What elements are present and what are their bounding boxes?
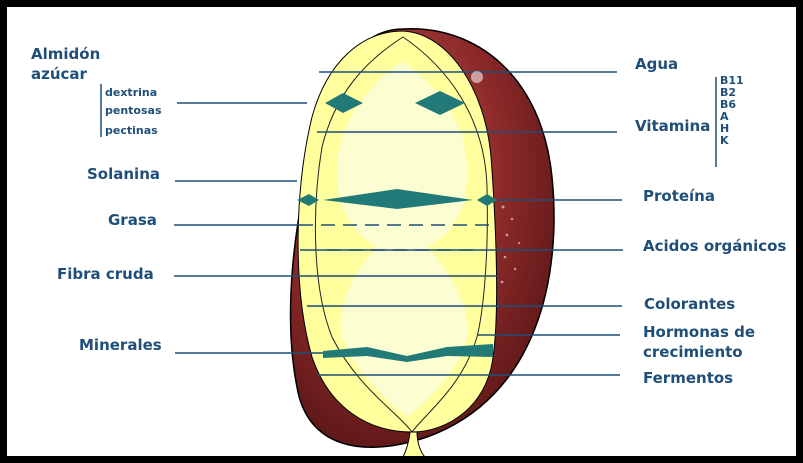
label-hormonas-1: Hormonas de [643,325,755,340]
label-solanina: Solanina [87,167,160,182]
label-proteina: Proteína [643,189,715,204]
label-azucar: azúcar [31,67,87,82]
label-grasa: Grasa [108,213,157,228]
potato-illustration [7,7,803,463]
vitamin-k: K [720,135,744,147]
label-pectinas: pectinas [105,125,158,136]
label-colorantes: Colorantes [644,297,735,312]
label-hormonas-2: crecimiento [643,345,743,360]
label-agua: Agua [635,57,678,72]
label-acidos-organicos: Acidos orgánicos [643,239,786,254]
label-almidon: Almidón [31,47,100,62]
vitamin-list: B11 B2 B6 A H K [720,75,744,147]
label-dextrina: dextrina [105,87,157,98]
label-fibra-cruda: Fibra cruda [57,267,154,282]
label-pentosas: pentosas [105,105,162,116]
label-vitamina: Vitamina [635,119,710,134]
label-minerales: Minerales [79,338,162,353]
label-fermentos: Fermentos [643,371,733,386]
